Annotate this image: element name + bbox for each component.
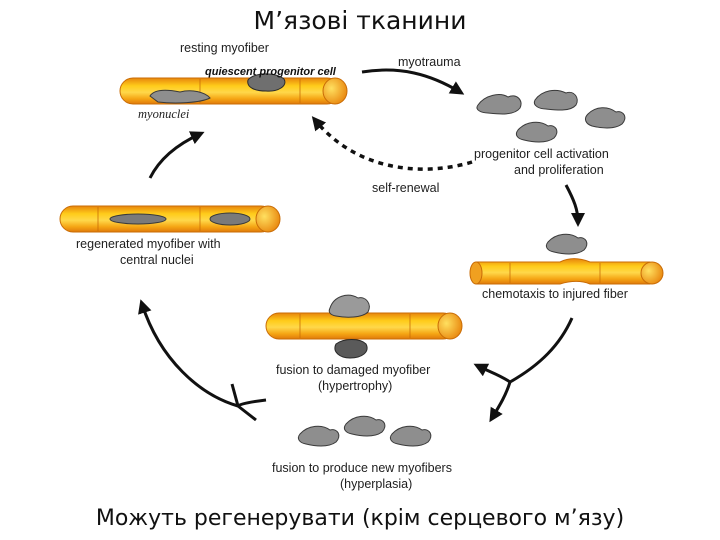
regenerated-label-line2: central nuclei [120,253,194,267]
progenitor-cell [584,107,626,129]
merge-branch-top [230,383,240,407]
resting-myofiber [119,73,348,105]
self-renewal-label: self-renewal [372,181,439,195]
merge-arrow [138,299,267,408]
fusing-cell [297,425,340,447]
regenerated-label-line1: regenerated myofiber with [76,237,221,251]
fusing-cell [343,415,386,437]
myotrauma-arrow [361,68,465,95]
slide-title: М’язові тканини [253,6,467,35]
damaged-myofiber [265,294,463,359]
fusion-new-label-line2: (hyperplasia) [340,477,412,491]
fusing-cell-bottom [334,339,368,359]
injured-myofiber [469,258,664,285]
activation-to-chemotaxis-arrow [564,184,585,227]
resting-myofiber-label: resting myofiber [180,41,269,55]
activation-label-line2: and proliferation [514,163,604,177]
fork-branch-hypertrophy [473,363,511,384]
merge-branch-bottom [237,404,257,422]
regenerated-to-resting-arrow [148,131,205,179]
quiescent-cell-shape [247,73,286,92]
slide-caption: Можуть регенерувати (крім серцевого м’яз… [95,506,625,531]
fusing-cell-top [328,294,370,318]
progenitor-cell [533,89,578,111]
chemotaxis-label: chemotaxis to injured fiber [482,287,628,301]
fork-branch-hyperplasia [489,381,512,423]
chemotaxis-cell [545,233,588,255]
fusion-damaged-label-line1: fusion to damaged myofiber [276,363,430,377]
myonuclei-label: myonuclei [138,107,190,121]
self-renewal-arrow [311,116,473,171]
myotrauma-label: myotrauma [398,55,461,69]
fusion-damaged-label-line2: (hypertrophy) [318,379,392,393]
central-nucleus [209,212,251,226]
activation-label-line1: progenitor cell activation [474,147,609,161]
fusing-cell [389,425,432,447]
regenerated-myofiber [59,205,281,233]
fusing-new-cells [297,415,432,447]
myonucleus-shape [149,89,211,104]
central-nucleus [109,213,167,225]
chemotaxis-fork-arrow [509,317,574,384]
quiescent-progenitor-label: quiescent progenitor cell [205,66,337,78]
activated-progenitor-cells [476,89,626,143]
progenitor-cell [476,94,522,115]
progenitor-cell [515,121,558,143]
fusion-new-label-line1: fusion to produce new myofibers [272,461,452,475]
